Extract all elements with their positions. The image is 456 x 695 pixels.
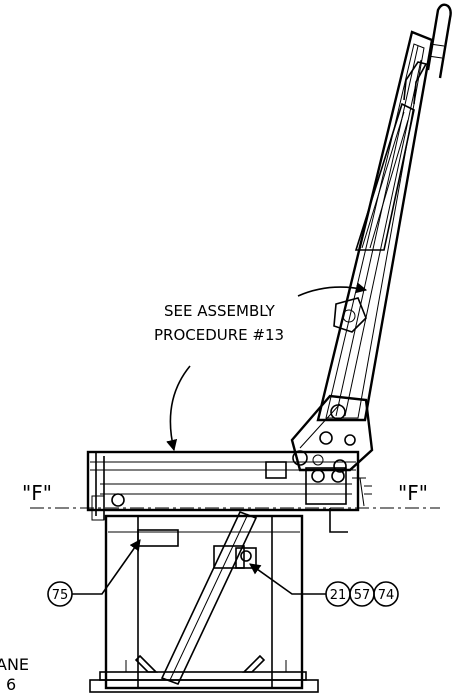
note-leader-to-backrest (297, 282, 368, 297)
callout-75: 75 (47, 581, 73, 607)
callout-21-leader (249, 563, 326, 595)
headrest-handle (403, 3, 452, 105)
callout-21-57-74: 21 57 74 (325, 581, 399, 607)
note-leader-to-seat (166, 365, 191, 452)
callout-74-text: 74 (378, 588, 395, 603)
pedestal-base (89, 510, 319, 693)
plane-mark-left: "F" (22, 481, 52, 505)
callout-75-leader (72, 539, 141, 595)
callout-75-text: 75 (52, 588, 69, 603)
edge-text-line-1: ANE (0, 655, 29, 674)
seat-cushion (86, 450, 372, 533)
plane-mark-right: "F" (398, 481, 428, 505)
edge-text-line-2: 6 (6, 675, 16, 694)
callout-57-text: 57 (354, 588, 371, 603)
callout-21-text: 21 (330, 588, 347, 603)
note-line-2: PROCEDURE #13 (154, 326, 284, 344)
note-line-1: SEE ASSEMBLY (164, 302, 276, 320)
recliner-bracket (290, 297, 374, 473)
